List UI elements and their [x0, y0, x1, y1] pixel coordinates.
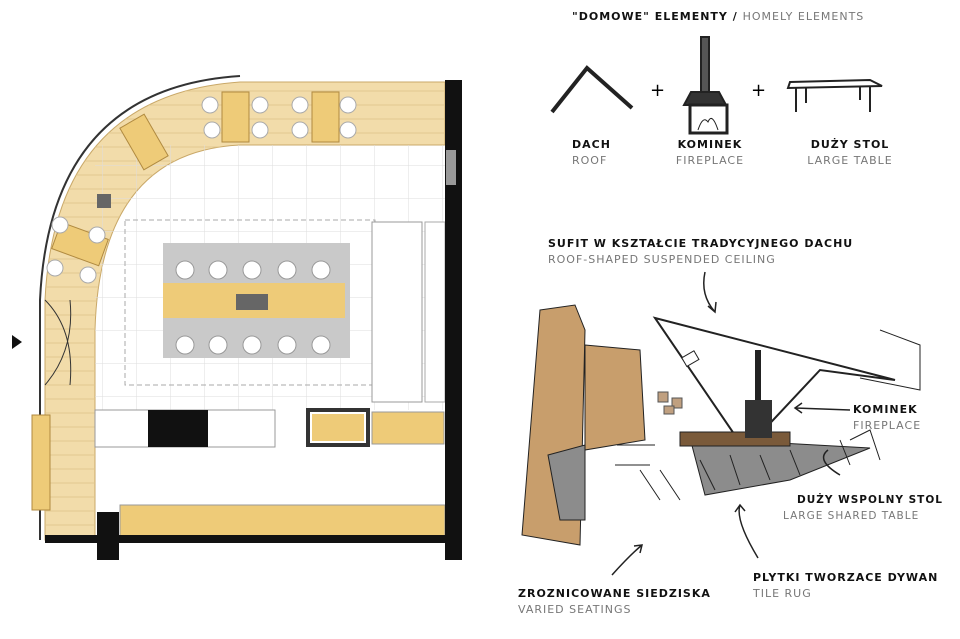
roof-sketch [550, 65, 634, 114]
fireplace-sketch [682, 36, 729, 135]
back-bar [119, 504, 446, 538]
element-large-table: Duży stol Large table [800, 137, 900, 169]
label-pl: Kominek [677, 138, 743, 151]
label-en: Large table [807, 154, 893, 167]
annotation-fireplace: Kominek Fireplace [853, 402, 921, 434]
label-en: Roof [572, 154, 608, 167]
title-pl: "Domowe" elementy [572, 10, 728, 23]
label-en: Fireplace [675, 154, 745, 167]
label-en: Large shared table [783, 510, 920, 522]
title-separator: / [732, 10, 738, 23]
walls [45, 80, 462, 560]
fireplace-plan [236, 294, 268, 310]
plus-sign: + [751, 80, 767, 101]
label-en: Tile rug [753, 587, 812, 600]
label-pl: Duży wspolny stol [797, 494, 943, 506]
window-tables [31, 91, 340, 511]
plus-sign: + [650, 80, 666, 101]
annotation-arrows [611, 271, 851, 576]
annotation-ceiling: Sufit w kształcie tradycyjnego dachu Roo… [548, 236, 853, 268]
label-pl: Duży stol [810, 138, 890, 151]
element-roof: Dach Roof [572, 137, 611, 169]
chairs [175, 260, 331, 355]
label-en: Roof-shaped suspended ceiling [548, 253, 776, 266]
homely-elements-title: "Domowe" elementy / Homely elements [572, 10, 864, 23]
label-pl: Sufit w kształcie tradycyjnego dachu [548, 237, 854, 250]
label-pl: Zroznicowane siedziska [518, 587, 711, 600]
annotation-rug: Plytki tworzace dywan Tile rug [753, 570, 938, 602]
element-fireplace: Kominek Fireplace [675, 137, 745, 169]
annotation-table: Duży wspolny stol Large shared table [783, 492, 943, 524]
entrance-arrow-icon [12, 335, 22, 349]
label-pl: Plytki tworzace dywan [753, 571, 939, 584]
title-en: Homely elements [742, 10, 865, 23]
label-pl: Dach [572, 138, 611, 151]
label-en: Varied seatings [518, 603, 632, 616]
table-sketch [786, 78, 883, 112]
label-pl: Kominek [853, 403, 918, 416]
label-en: Fireplace [853, 419, 922, 432]
annotation-seating: Zroznicowane siedziska Varied seatings [518, 586, 711, 618]
